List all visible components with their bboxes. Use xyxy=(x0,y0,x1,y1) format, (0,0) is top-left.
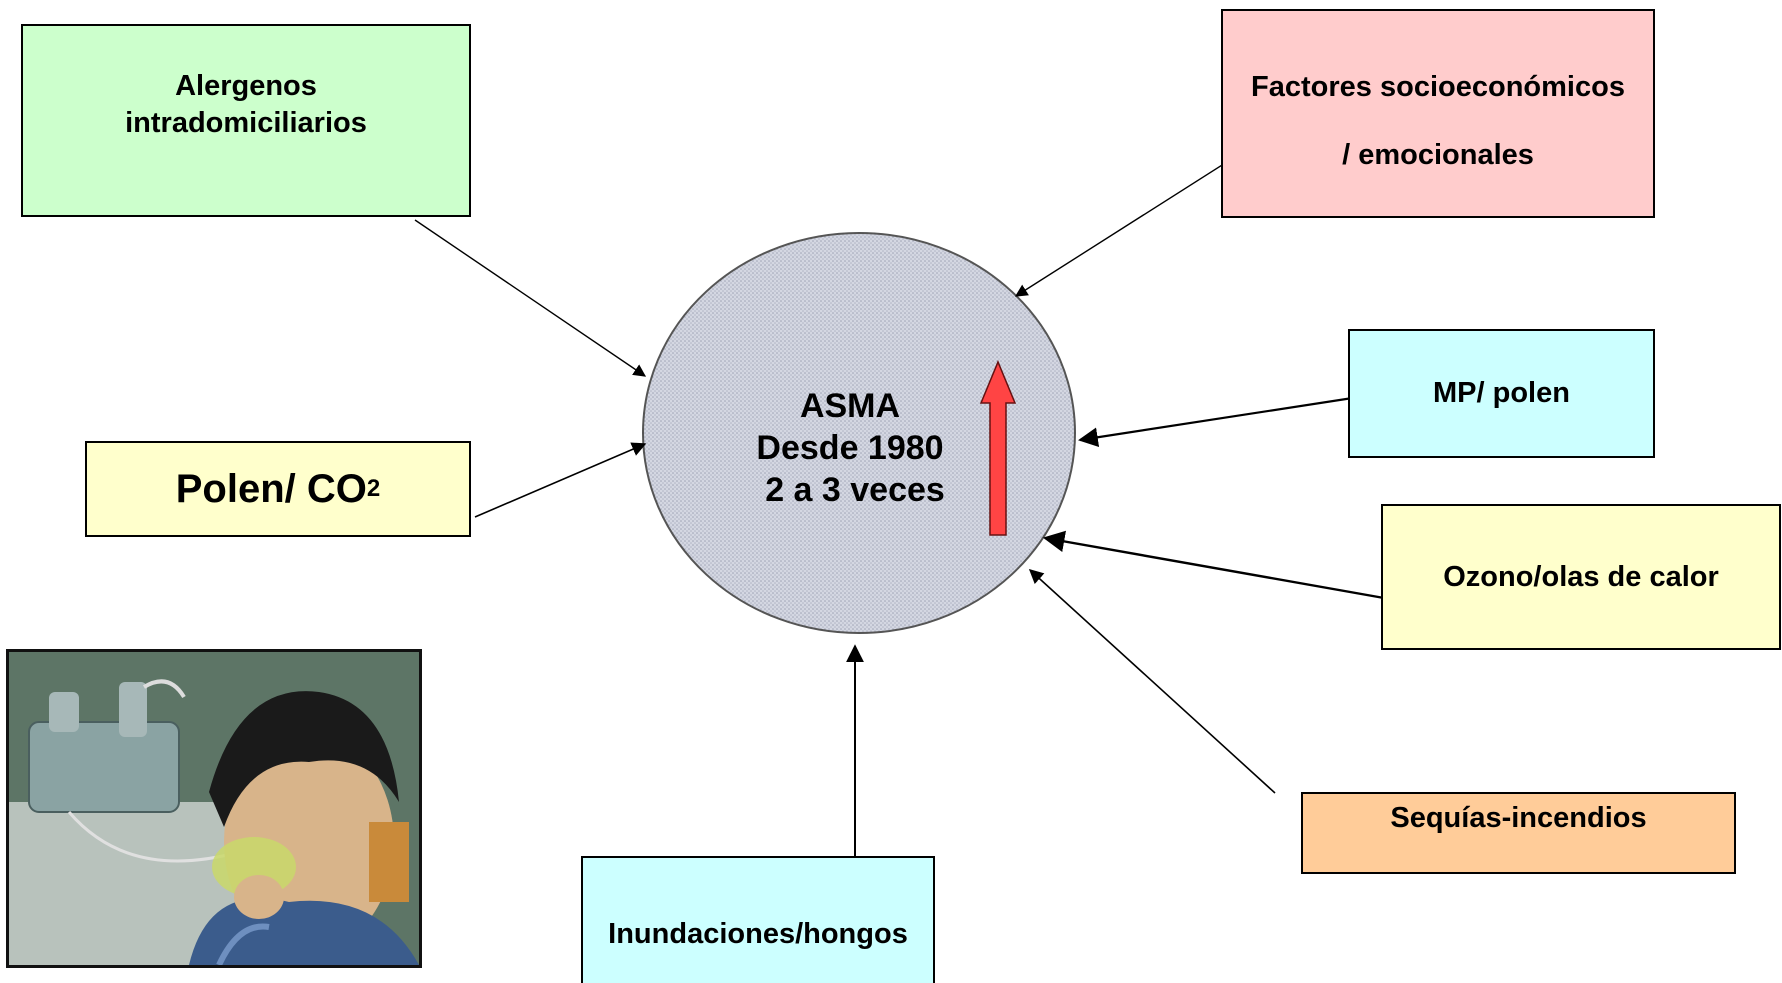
mp-polen-label: MP/ polen xyxy=(1433,377,1570,409)
polen-co2-subscript: 2 xyxy=(366,475,381,502)
polen-co2-label: Polen/ CO xyxy=(175,466,367,511)
node-inundaciones: Inundaciones/hongos xyxy=(581,856,935,983)
arrow-ozono xyxy=(1042,530,1385,600)
arrow-polen-co2 xyxy=(474,442,647,518)
alergenos-line2: intradomiciliarios xyxy=(125,107,367,139)
node-sequias: Sequías-incendios xyxy=(1301,792,1736,874)
alergenos-line1: Alergenos xyxy=(175,70,317,102)
factores-line1: Factores socioeconómicos xyxy=(1251,71,1625,103)
inundaciones-label: Inundaciones/hongos xyxy=(608,918,908,950)
node-factores: Factores socioeconómicos / emocionales xyxy=(1221,9,1655,218)
asma-title: ASMA xyxy=(799,387,901,425)
ozono-label: Ozono/olas de calor xyxy=(1443,560,1719,593)
node-mp-polen: MP/ polen xyxy=(1348,329,1655,458)
asma-increase: 2 a 3 veces xyxy=(765,471,945,509)
asma-label: ASMA Desde 1980 2 a 3 veces xyxy=(720,385,1000,511)
sequias-label: Sequías-incendios xyxy=(1390,802,1647,834)
increase-arrow-icon xyxy=(979,360,1017,536)
nebulizer-photo xyxy=(6,649,422,968)
arrow-alergenos xyxy=(414,219,647,377)
asma-circle xyxy=(642,232,1076,634)
asma-since: Desde 1980 xyxy=(756,429,944,467)
arrow-sequias xyxy=(1028,569,1276,794)
child-nebulizer-illustration xyxy=(9,652,419,965)
arrow-mp-polen xyxy=(1078,391,1386,448)
node-ozono: Ozono/olas de calor xyxy=(1381,504,1781,650)
node-alergenos: Alergenos intradomiciliarios xyxy=(21,24,471,217)
factores-line2: / emocionales xyxy=(1342,139,1534,171)
